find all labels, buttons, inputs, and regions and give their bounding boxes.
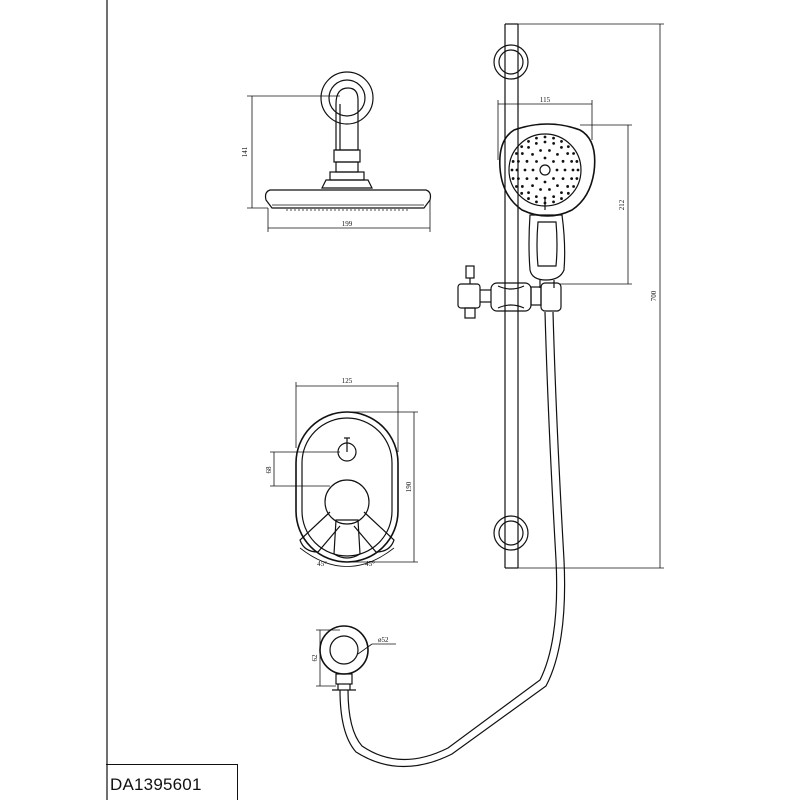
dim-68-label: 68 bbox=[265, 466, 273, 474]
nozzle-dot bbox=[560, 140, 563, 143]
nozzle-dot bbox=[520, 152, 524, 155]
nozzle-dot bbox=[552, 136, 555, 140]
nozzle-dot bbox=[520, 185, 524, 188]
nozzle-dot bbox=[560, 191, 563, 195]
nozzle-dot bbox=[543, 140, 547, 144]
nozzle-dot bbox=[572, 152, 575, 155]
nozzle-dot bbox=[572, 185, 575, 188]
nozzle-dot bbox=[535, 177, 538, 180]
wall-outlet bbox=[319, 625, 369, 691]
nozzle-dot bbox=[515, 185, 518, 188]
dim-rail-length: 700 bbox=[518, 23, 664, 569]
nozzle-dot bbox=[543, 135, 547, 139]
dim-outlet-diameter: ø52 bbox=[357, 636, 396, 655]
nozzle-dot bbox=[556, 152, 559, 156]
angle-right-label: 45° bbox=[365, 560, 375, 568]
nozzle-dot bbox=[527, 191, 530, 195]
nozzle-dot bbox=[539, 188, 542, 191]
nozzle-dot bbox=[575, 177, 579, 180]
nozzle-dot bbox=[527, 197, 530, 200]
nozzle-dot bbox=[543, 201, 547, 205]
dim-62-label: 62 bbox=[311, 654, 319, 662]
nozzle-dot bbox=[535, 160, 538, 163]
nozzle-dot bbox=[575, 160, 579, 163]
dim-700-label: 700 bbox=[650, 290, 658, 301]
nozzle-dot bbox=[560, 145, 563, 149]
nozzle-dot bbox=[535, 200, 538, 204]
nozzle-dot bbox=[560, 197, 563, 200]
nozzle-dot bbox=[531, 184, 534, 188]
nozzle-dot bbox=[566, 152, 570, 155]
nozzle-dot bbox=[511, 160, 515, 163]
shower-hose bbox=[339, 311, 566, 768]
nozzle-dot bbox=[527, 140, 530, 143]
dim-mixer-width: 125 bbox=[295, 377, 399, 452]
nozzle-dot bbox=[511, 177, 515, 180]
hand-shower-nozzles bbox=[510, 135, 580, 205]
dim-125-label: 125 bbox=[342, 377, 353, 385]
nozzle-dot bbox=[552, 200, 555, 204]
dim-115-label: 115 bbox=[540, 96, 551, 104]
nozzle-dot bbox=[520, 191, 524, 195]
hand-shower bbox=[498, 123, 596, 288]
product-code: DA1395601 bbox=[110, 775, 202, 794]
nozzle-dot bbox=[552, 195, 556, 199]
concealed-mixer bbox=[295, 411, 399, 567]
slide-rail bbox=[457, 23, 562, 569]
nozzle-dot bbox=[570, 177, 574, 181]
nozzle-dot bbox=[515, 152, 518, 155]
nozzle-dot bbox=[531, 168, 535, 172]
nozzle-dot bbox=[543, 180, 547, 184]
overhead-shower-head bbox=[264, 71, 432, 211]
nozzle-dot bbox=[576, 168, 580, 172]
angle-left-label: 45° bbox=[317, 560, 327, 568]
nozzle-dot bbox=[510, 168, 514, 172]
nozzle-dot bbox=[566, 145, 570, 149]
dim-190-label: 190 bbox=[405, 481, 413, 492]
nozzle-dot bbox=[571, 168, 575, 172]
nozzle-dot bbox=[515, 168, 519, 172]
product-code-box: DA1395601 bbox=[106, 764, 238, 800]
nozzle-dot bbox=[552, 160, 555, 163]
nozzle-dot bbox=[534, 141, 538, 145]
nozzle-dot bbox=[543, 156, 547, 160]
dim-hand-shower-length: 212 bbox=[560, 124, 632, 285]
dim-outlet-height: 62 bbox=[311, 629, 340, 687]
nozzle-dot bbox=[563, 168, 567, 172]
nozzle-dot bbox=[556, 184, 559, 188]
nozzle-dot bbox=[561, 159, 565, 163]
dim-mixer-height: 190 bbox=[347, 411, 418, 563]
nozzle-dot bbox=[570, 159, 574, 163]
dim-shower-head-height: 141 bbox=[241, 95, 340, 209]
dim-141-label: 141 bbox=[241, 146, 249, 157]
dim-52-label: ø52 bbox=[378, 636, 389, 644]
nozzle-dot bbox=[527, 145, 530, 149]
nozzle-dot bbox=[520, 145, 524, 149]
nozzle-dot bbox=[561, 177, 565, 181]
nozzle-dot bbox=[548, 188, 551, 191]
nozzle-dot bbox=[552, 141, 556, 145]
dim-hand-shower-offset: 115 bbox=[497, 96, 593, 160]
dim-mixer-center: 68 bbox=[265, 451, 340, 487]
nozzle-dot bbox=[555, 168, 559, 172]
nozzle-dot bbox=[543, 196, 547, 200]
nozzle-dot bbox=[552, 177, 555, 180]
nozzle-dot bbox=[516, 159, 520, 163]
nozzle-dot bbox=[548, 149, 551, 152]
nozzle-dot bbox=[516, 177, 520, 181]
nozzle-dot bbox=[566, 191, 570, 195]
nozzle-dot bbox=[523, 168, 527, 172]
nozzle-dot bbox=[531, 152, 534, 156]
dim-199-label: 199 bbox=[342, 220, 353, 228]
dim-shower-head-width: 199 bbox=[267, 200, 431, 232]
nozzle-dot bbox=[539, 149, 542, 152]
dim-212-label: 212 bbox=[618, 199, 626, 210]
nozzle-dot bbox=[534, 195, 538, 199]
nozzle-dot bbox=[535, 136, 538, 140]
nozzle-dot bbox=[525, 177, 529, 181]
nozzle-dot bbox=[566, 185, 570, 188]
nozzle-dot bbox=[525, 159, 529, 163]
